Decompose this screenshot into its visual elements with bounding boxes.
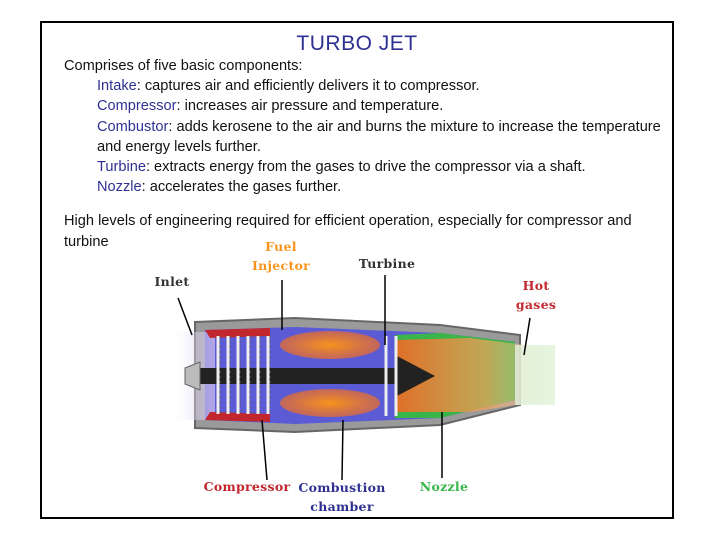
compressor-lining: [205, 328, 270, 338]
label-inlet: Inlet: [154, 274, 190, 289]
component-compressor: Compressor: increases air pressure and t…: [97, 96, 664, 116]
component-intake: Intake: captures air and efficiently del…: [97, 76, 664, 96]
component-term: Turbine: [97, 159, 146, 176]
component-turbine: Turbine: extracts energy from the gases …: [97, 157, 664, 177]
label-injector: Injector: [251, 258, 311, 273]
engineering-note: High levels of engineering required for …: [64, 213, 632, 250]
compressor-lining: [205, 412, 270, 422]
tail-cone: [395, 355, 435, 397]
combustion-flame-top: [280, 331, 380, 359]
component-desc: : extracts energy from the gases to driv…: [145, 159, 586, 176]
compressor-blade-shading: [219, 336, 271, 414]
component-desc: : accelerates the gases further.: [141, 179, 342, 196]
label-combustion: Combustion: [298, 480, 386, 495]
pointer-lines: [177, 275, 531, 481]
component-nozzle: Nozzle: accelerates the gases further.: [97, 177, 664, 197]
component-desc: : increases air pressure and temperature…: [176, 98, 444, 115]
combustion-flame-bottom: [280, 389, 380, 417]
label-chamber: chamber: [310, 499, 374, 514]
component-list: Intake: captures air and efficiently del…: [64, 76, 664, 197]
slide-title: TURBO JET: [296, 32, 418, 55]
exhaust-haze: [515, 345, 555, 405]
label-turbine: Turbine: [358, 256, 416, 271]
component-combustor: Combustor: adds kerosene to the air and …: [97, 117, 664, 157]
component-desc: : adds kerosene to the air and burns the…: [97, 118, 661, 155]
label-gases: gases: [515, 297, 557, 312]
label-combustion-chamber: Combustion chamber: [296, 478, 388, 516]
component-desc: : captures air and efficiently delivers …: [136, 78, 480, 95]
label-fuel: Fuel: [265, 239, 297, 254]
engine-shaft: [195, 368, 395, 384]
compressor-blades: [216, 336, 270, 414]
component-term: Nozzle: [97, 179, 142, 196]
component-term: Combustor: [97, 118, 169, 135]
hot-gases: [395, 338, 550, 412]
component-term: Intake: [97, 78, 137, 95]
label-hot: Hot: [522, 278, 550, 293]
component-term: Compressor: [97, 98, 177, 115]
label-nozzle: Nozzle: [419, 479, 469, 494]
turbine-blades: [384, 336, 398, 416]
intro-text: Comprises of five basic components:: [64, 58, 303, 74]
label-hot-gases: Hot gases: [514, 276, 558, 314]
label-fuel-injector: Fuel Injector: [248, 237, 314, 275]
nose-cone: [184, 361, 201, 391]
label-compressor: Compressor: [203, 479, 291, 494]
slide-body: Comprises of five basic components: Inta…: [64, 56, 664, 252]
slide-frame: TURBO JET Comprises of five basic compon…: [40, 21, 674, 519]
